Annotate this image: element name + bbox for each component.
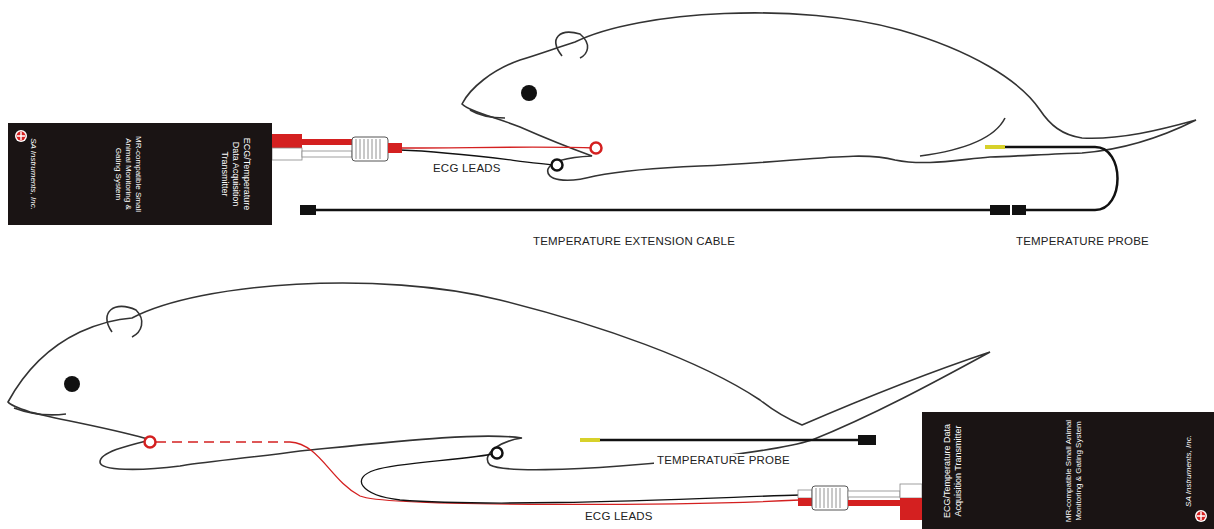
rat-body — [8, 283, 990, 470]
part-label: TEMPERATURE EXTENSION CABLE — [530, 235, 738, 247]
ecg-lead-black — [361, 453, 800, 503]
ecg-lead-hidden — [156, 441, 290, 442]
temperature-probe-wire — [1005, 147, 1118, 210]
device-name: ECG/Temperature Data Acquisition Transmi… — [219, 130, 252, 218]
rat-mouth — [14, 408, 66, 415]
ecg-electrode — [591, 143, 602, 154]
probe-tip — [985, 145, 1005, 149]
plug — [858, 435, 876, 445]
rat-mouth — [470, 110, 505, 118]
rat-eye — [521, 85, 537, 101]
probe-tip — [580, 438, 600, 442]
part-label: TEMPERATURE PROBE — [654, 454, 793, 466]
transmitter-box: ECG/Temperature Data Acquisition Transmi… — [922, 412, 1214, 529]
rat-ear — [107, 306, 142, 337]
company-logo — [14, 129, 28, 143]
transmitter-box: ECG/Temperature Data Acquisition Transmi… — [8, 123, 272, 225]
rat-eye — [64, 376, 80, 392]
rat-thigh — [920, 118, 1005, 156]
company-name: SA Instruments, Inc. — [28, 138, 38, 210]
extension-cable — [315, 209, 990, 212]
company-logo — [1194, 509, 1208, 523]
ecg-electrode — [145, 437, 156, 448]
rat-ear — [556, 32, 588, 58]
plug — [300, 205, 316, 215]
company-name: SA Instruments, Inc. — [1184, 435, 1194, 507]
temperature-probe-wire — [600, 439, 860, 442]
part-label: ECG LEADS — [582, 510, 656, 522]
rotated-text-group: ECG/Temperature Data Acquisition Transmi… — [28, 130, 252, 218]
system-name: MR-compatible Small Animal Monitoring & … — [114, 130, 144, 218]
plug — [1012, 205, 1026, 215]
ecg-electrode — [552, 160, 563, 171]
ecg-electrode — [492, 448, 503, 459]
part-label: TEMPERATURE PROBE — [1013, 235, 1152, 247]
ecg-connector — [272, 134, 402, 161]
system-name: MR-compatible Small Animal Monitoring & … — [1064, 419, 1084, 522]
ecg-lead-red — [290, 442, 800, 504]
rotated-text-group: ECG/Temperature Data Acquisition Transmi… — [942, 419, 1194, 522]
ecg-connector — [798, 484, 922, 520]
plug — [990, 205, 1010, 215]
device-name: ECG/Temperature Data Acquisition Transmi… — [942, 419, 964, 522]
part-label: ECG LEADS — [430, 162, 504, 174]
rat-outlines — [8, 13, 1196, 470]
rat-body — [462, 13, 1196, 180]
ecg-lead-red — [400, 146, 596, 148]
